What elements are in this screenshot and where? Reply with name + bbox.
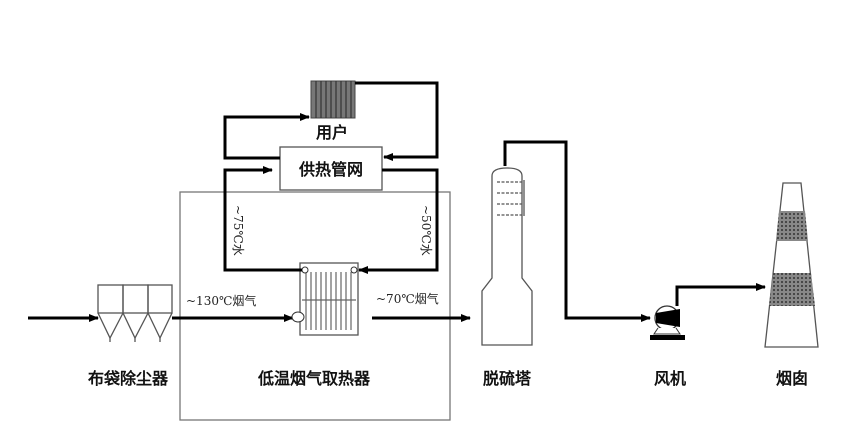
fan-icon [650, 305, 685, 340]
tower-outlet-pipe [503, 140, 651, 322]
flue-70-label: ~70℃烟气 [376, 291, 439, 306]
chimney-icon [764, 182, 819, 348]
desulfurization-tower-icon [481, 167, 533, 346]
hot-water-pipe [223, 166, 302, 272]
cold-water-pipe [358, 168, 439, 274]
user-label: 用户 [316, 123, 348, 142]
chimney-label: 烟囱 [776, 369, 808, 388]
heating-network-box [279, 146, 383, 191]
water-50-label: ~50℃水 [419, 205, 433, 256]
heat-exchanger-icon [291, 262, 359, 336]
bag-filter-icon [97, 284, 173, 342]
flue-130-label: ~130℃烟气 [186, 293, 256, 308]
desulfurization-tower-label: 脱硫塔 [483, 369, 532, 388]
fan-outlet-pipe [675, 283, 766, 306]
supply-to-user-pipe [223, 113, 310, 160]
user-return-pipe [355, 81, 439, 161]
fan-label: 风机 [654, 369, 686, 388]
radiator-icon [310, 80, 356, 119]
bag-filter-label: 布袋除尘器 [88, 369, 169, 388]
heat-recovery-boundary [179, 191, 451, 421]
water-75-label: ~75℃水 [231, 205, 245, 256]
heating-network-label: 供热管网 [298, 160, 363, 179]
heat-recovery-label: 低温烟气取热器 [257, 369, 371, 388]
